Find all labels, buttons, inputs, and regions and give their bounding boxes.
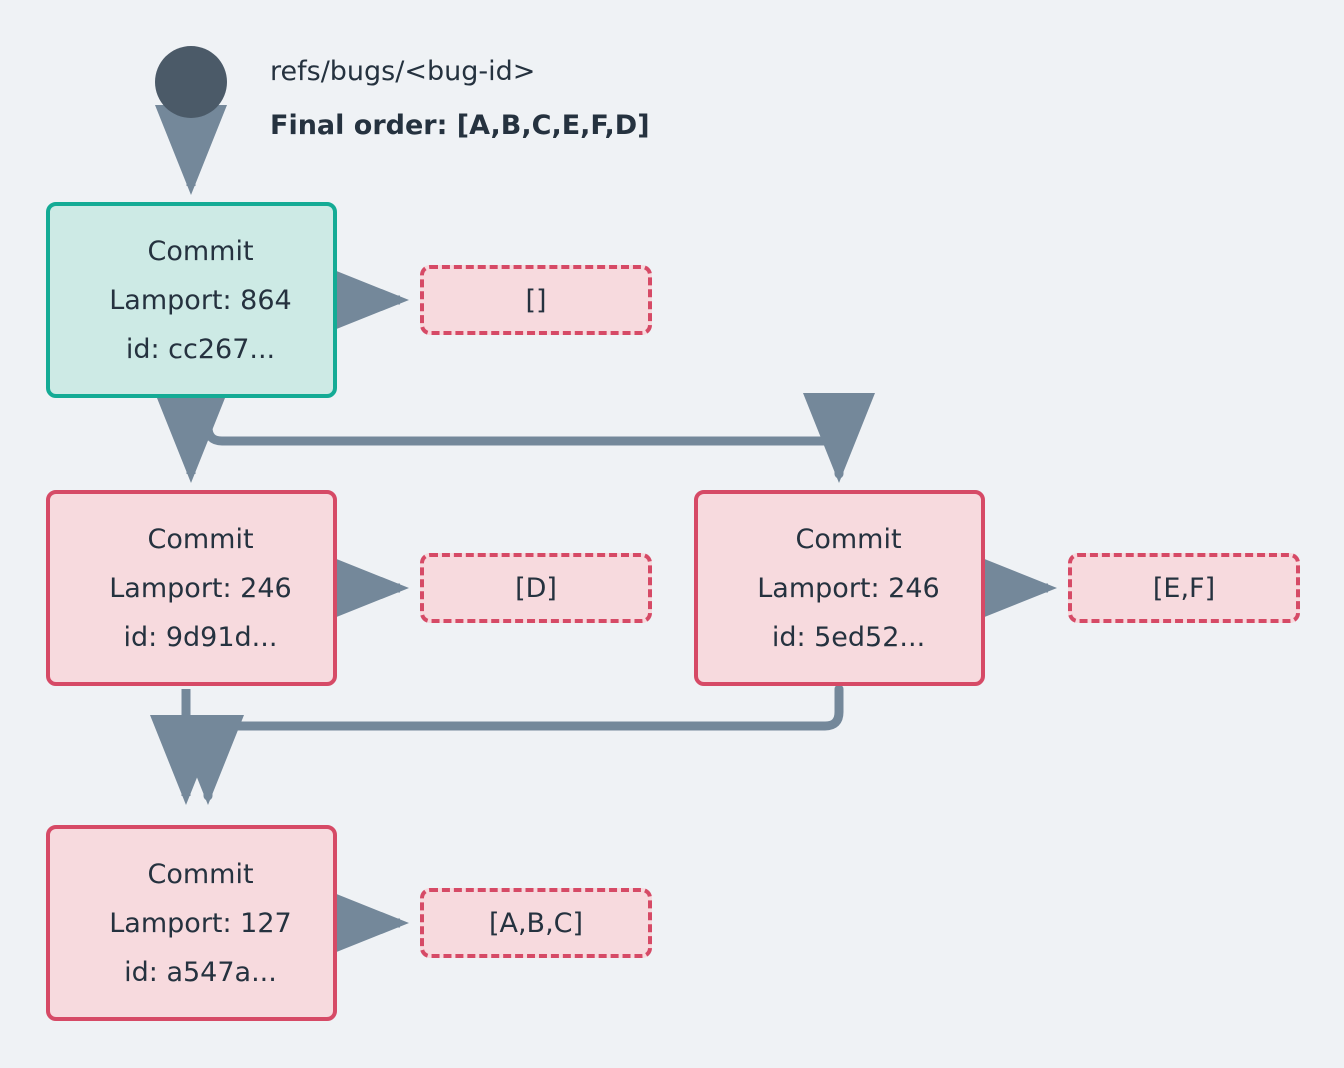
branch-head-dot[interactable]: [155, 46, 227, 118]
edge-cc267-to-5ed52: [203, 393, 875, 483]
commit-hash: id: cc267...: [125, 333, 276, 365]
commit-node-5ed52[interactable]: Commit Lamport: 246 id: 5ed52...: [694, 490, 985, 686]
commit-node-cc267[interactable]: Commit Lamport: 864 id: cc267...: [46, 202, 337, 398]
payload-box-5ed52[interactable]: [E,F]: [1068, 553, 1300, 623]
edge-5ed52-to-a547a: [172, 684, 844, 805]
branch-ref-label: refs/bugs/<bug-id>: [270, 56, 536, 87]
commit-title: Commit: [147, 523, 254, 555]
branch-final-order-label: Final order: [A,B,C,E,F,D]: [270, 110, 650, 141]
branch-label-group: refs/bugs/<bug-id> Final order: [A,B,C,E…: [270, 52, 910, 146]
commit-node-a547a[interactable]: Commit Lamport: 127 id: a547a...: [46, 825, 337, 1021]
commit-lamport: Lamport: 246: [757, 572, 940, 604]
commit-title: Commit: [147, 858, 254, 890]
commit-lamport: Lamport: 864: [109, 284, 292, 316]
commit-hash: id: 5ed52...: [771, 621, 926, 653]
commit-title: Commit: [147, 235, 254, 267]
commit-hash: id: 9d91d...: [123, 621, 278, 653]
payload-box-9d91d[interactable]: [D]: [420, 553, 652, 623]
payload-box-cc267[interactable]: []: [420, 265, 652, 335]
commit-node-9d91d[interactable]: Commit Lamport: 246 id: 9d91d...: [46, 490, 337, 686]
payload-box-a547a[interactable]: [A,B,C]: [420, 888, 652, 958]
commit-title: Commit: [795, 523, 902, 555]
commit-lamport: Lamport: 127: [109, 907, 292, 939]
commit-lamport: Lamport: 246: [109, 572, 292, 604]
commit-hash: id: a547a...: [124, 956, 277, 988]
